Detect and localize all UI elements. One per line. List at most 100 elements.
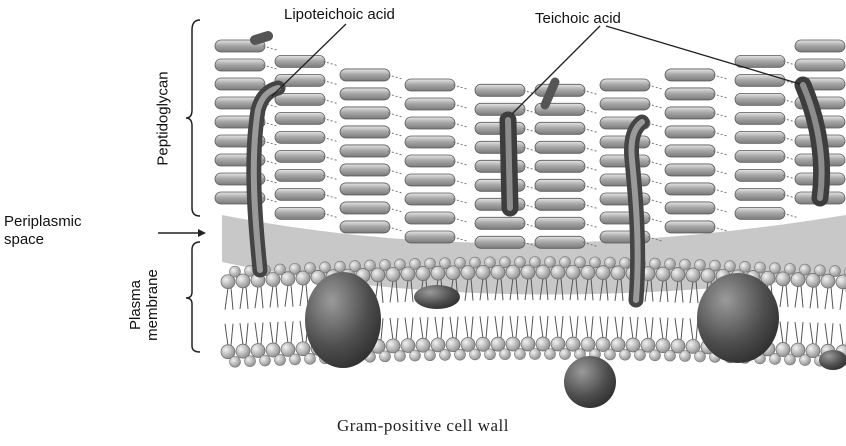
lipid-head xyxy=(470,349,481,360)
lipid-tail xyxy=(690,318,693,340)
lipid-tail xyxy=(570,316,573,338)
peptidoglycan-strand xyxy=(735,188,785,200)
peptidoglycan-strand xyxy=(665,221,715,233)
lipid-tail xyxy=(786,322,788,344)
lipid-tail xyxy=(276,322,278,344)
lipid-head xyxy=(530,257,541,268)
peptidoglycan-strand xyxy=(735,169,785,181)
lipid-head xyxy=(425,350,436,361)
lipid-tail xyxy=(801,322,803,344)
lipid-tail xyxy=(630,317,633,339)
lipid-tail xyxy=(825,323,828,345)
lipid-tail xyxy=(396,318,398,340)
arrow-right-icon xyxy=(158,229,206,237)
peptidoglycan-strand xyxy=(275,112,325,124)
peptidoglycan-strand xyxy=(275,207,325,219)
lipid-head xyxy=(230,356,241,367)
lipid-head xyxy=(395,350,406,361)
lipid-head xyxy=(560,257,571,268)
peptidoglycan-strand xyxy=(795,59,845,71)
peptidoglycan-strand xyxy=(535,122,585,134)
lipid-tail xyxy=(780,285,783,307)
peptidoglycan-strand xyxy=(475,236,525,248)
lipid-head xyxy=(770,263,781,274)
lipid-head xyxy=(500,349,511,360)
peptidoglycan-strand xyxy=(340,183,390,195)
lipid-tail xyxy=(441,317,443,339)
lipid-tail xyxy=(300,284,303,306)
peptidoglycan-strand xyxy=(215,59,265,71)
lipid-tail xyxy=(231,324,233,346)
lipid-tail xyxy=(270,285,273,307)
periplasmic-line-1: Periplasmic xyxy=(4,213,82,231)
peptidoglycan-strand xyxy=(405,79,455,91)
lipid-tail xyxy=(786,285,788,307)
peptidoglycan-strand xyxy=(275,169,325,181)
peptidoglycan-strand xyxy=(340,126,390,138)
lipid-head xyxy=(530,349,541,360)
peptidoglycan-strand xyxy=(665,88,715,100)
diagram-caption: Gram-positive cell wall xyxy=(0,416,846,436)
peptidoglycan-strand xyxy=(405,212,455,224)
lipid-tail xyxy=(510,316,513,338)
lipid-tail xyxy=(840,324,843,346)
peptidoglycan-strand xyxy=(535,160,585,172)
peptidoglycan-strand xyxy=(275,55,325,67)
peptidoglycan-strand xyxy=(215,78,265,90)
peptidoglycan-strand xyxy=(405,193,455,205)
peptidoglycan-strand xyxy=(275,150,325,162)
plasma-line-1: Plasma xyxy=(127,250,144,360)
lipid-tail xyxy=(831,323,833,345)
lipid-tail xyxy=(810,323,813,345)
lipid-head xyxy=(590,257,601,268)
periplasmic-line-2: space xyxy=(4,231,82,249)
membrane-protein xyxy=(414,285,460,309)
peptidoglycan-strand xyxy=(535,217,585,229)
lipid-head xyxy=(605,257,616,268)
lipid-tail xyxy=(615,317,618,339)
peptidoglycan-strand xyxy=(535,179,585,191)
peptidoglycan-strand xyxy=(600,174,650,186)
lipid-tail xyxy=(636,317,638,339)
peptidoglycan-strand xyxy=(665,183,715,195)
peptidoglycan-strand xyxy=(475,84,525,96)
lipid-head xyxy=(515,349,526,360)
peptidoglycan-strand xyxy=(405,117,455,129)
peptidoglycan-strand xyxy=(340,164,390,176)
peptidoglycan-strand xyxy=(535,198,585,210)
lipid-head xyxy=(620,257,631,268)
bracket-icon xyxy=(186,20,200,216)
lipid-head xyxy=(305,353,316,364)
peptidoglycan-strand xyxy=(340,221,390,233)
lipid-tail xyxy=(501,316,503,338)
lipoteichoic-acid-label: Lipoteichoic acid xyxy=(284,6,395,24)
lipid-head xyxy=(380,351,391,362)
peptidoglycan-strand xyxy=(405,174,455,186)
lipid-tail xyxy=(246,323,248,345)
lipid-tail xyxy=(585,316,588,338)
lipid-head xyxy=(275,354,286,365)
membrane-protein xyxy=(697,273,779,363)
lipid-head xyxy=(800,264,811,275)
lipid-head xyxy=(440,349,451,360)
lipid-tail xyxy=(555,316,558,338)
lipid-head xyxy=(515,257,526,268)
lipid-tail xyxy=(810,286,813,308)
lipid-head xyxy=(695,260,706,271)
lipid-head xyxy=(815,265,826,276)
lipid-tail xyxy=(525,316,528,338)
lipid-head xyxy=(740,261,751,272)
lipid-tail xyxy=(621,317,623,339)
lipid-head xyxy=(575,257,586,268)
lipid-tail xyxy=(660,318,663,340)
lipid-tail xyxy=(600,316,603,338)
lipid-tail xyxy=(516,316,518,338)
peptidoglycan-strand xyxy=(600,98,650,110)
peptidoglycan-strand xyxy=(275,188,325,200)
lipid-tail xyxy=(285,285,288,307)
lipid-tail xyxy=(651,317,653,339)
lipid-tail xyxy=(240,287,243,309)
lipid-tail xyxy=(405,318,408,340)
lipid-tail xyxy=(780,322,783,344)
lipid-tail xyxy=(261,286,263,308)
